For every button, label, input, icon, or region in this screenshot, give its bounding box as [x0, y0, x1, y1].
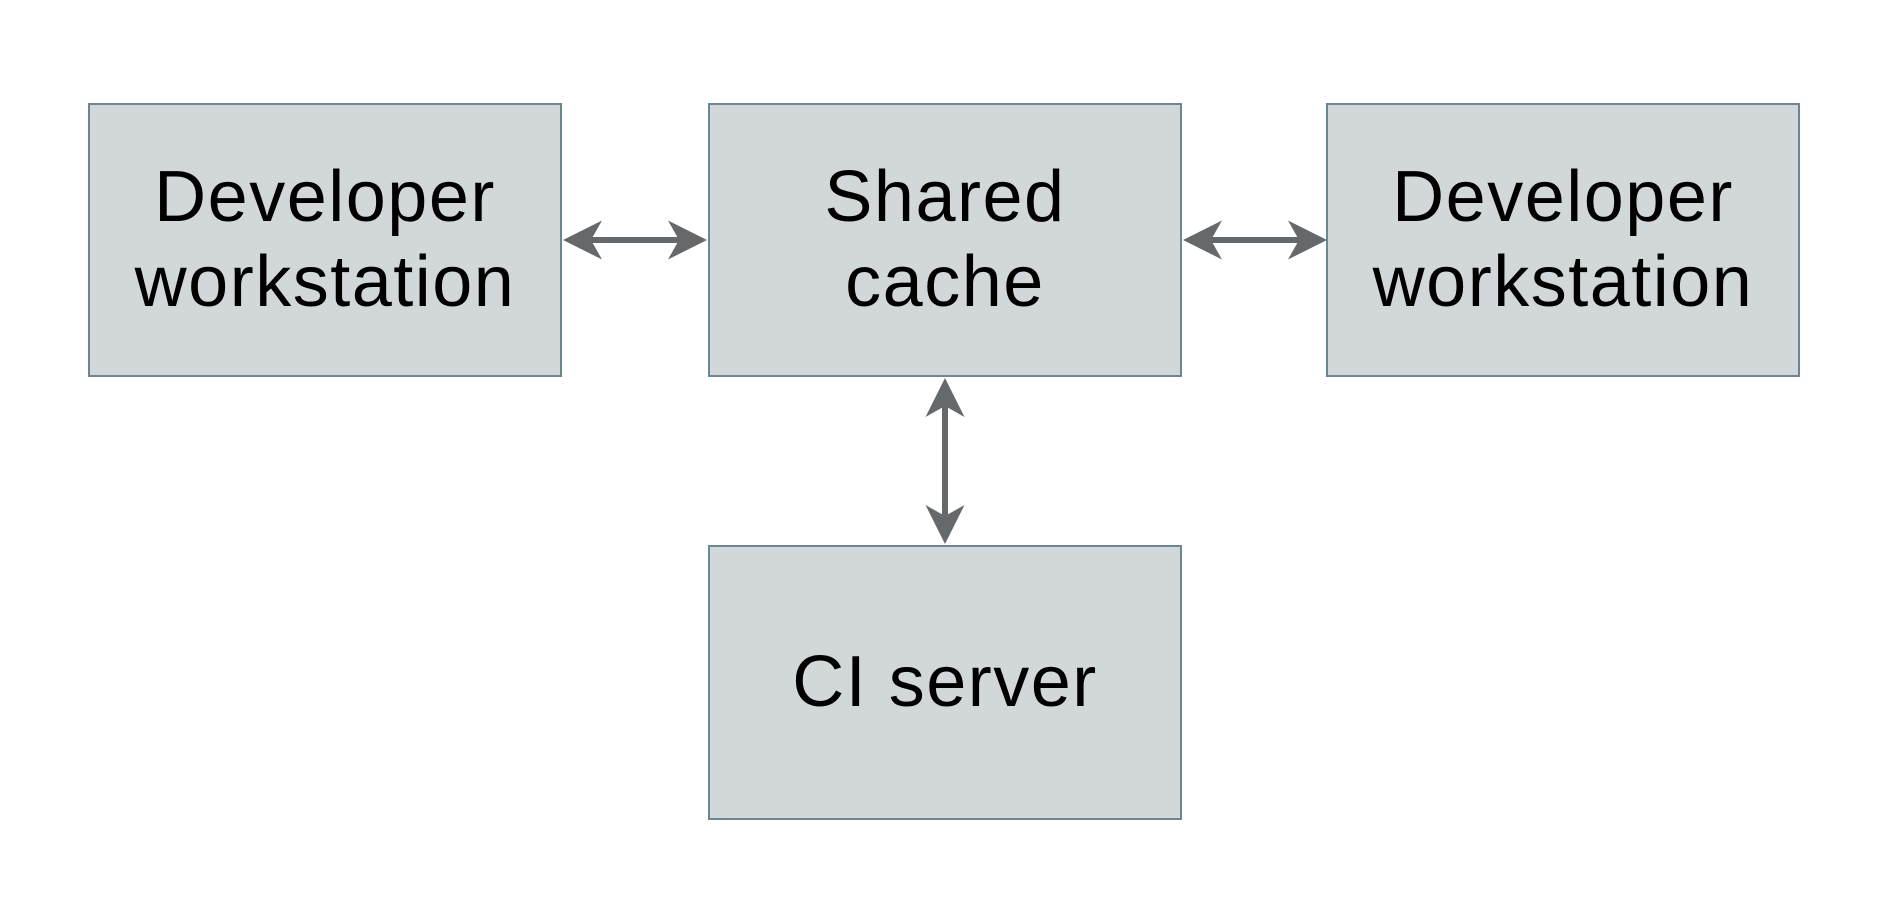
node-label-line: Developer [154, 157, 496, 238]
node-developer-workstation-right: Developer workstation [1326, 103, 1800, 377]
node-label-line: CI server [792, 642, 1098, 723]
arrow-shaft [1208, 237, 1302, 243]
node-label-line: Shared [824, 157, 1066, 238]
arrowhead-bottom [925, 505, 965, 544]
node-label-line: workstation [1372, 242, 1754, 322]
node-label-line: workstation [134, 242, 516, 322]
node-shared-cache: Shared cache [708, 103, 1182, 377]
arrowhead-right [1288, 220, 1327, 260]
bidirectional-arrow-icon-left-workstation-to-cache [563, 220, 707, 260]
node-ci-server: CI server [708, 545, 1182, 820]
arrowhead-left [1183, 220, 1222, 260]
node-developer-workstation-left: Developer workstation [88, 103, 562, 377]
arrow-shaft [588, 237, 682, 243]
node-label-line: cache [845, 242, 1045, 322]
node-label-line: Developer [1392, 157, 1734, 238]
arrowhead-left [563, 220, 602, 260]
arrow-shaft [942, 403, 948, 519]
bidirectional-arrow-icon-cache-to-ci-server [925, 378, 965, 544]
arrowhead-top [925, 378, 965, 417]
arrowhead-right [668, 220, 707, 260]
bidirectional-arrow-icon-cache-to-right-workstation [1183, 220, 1327, 260]
